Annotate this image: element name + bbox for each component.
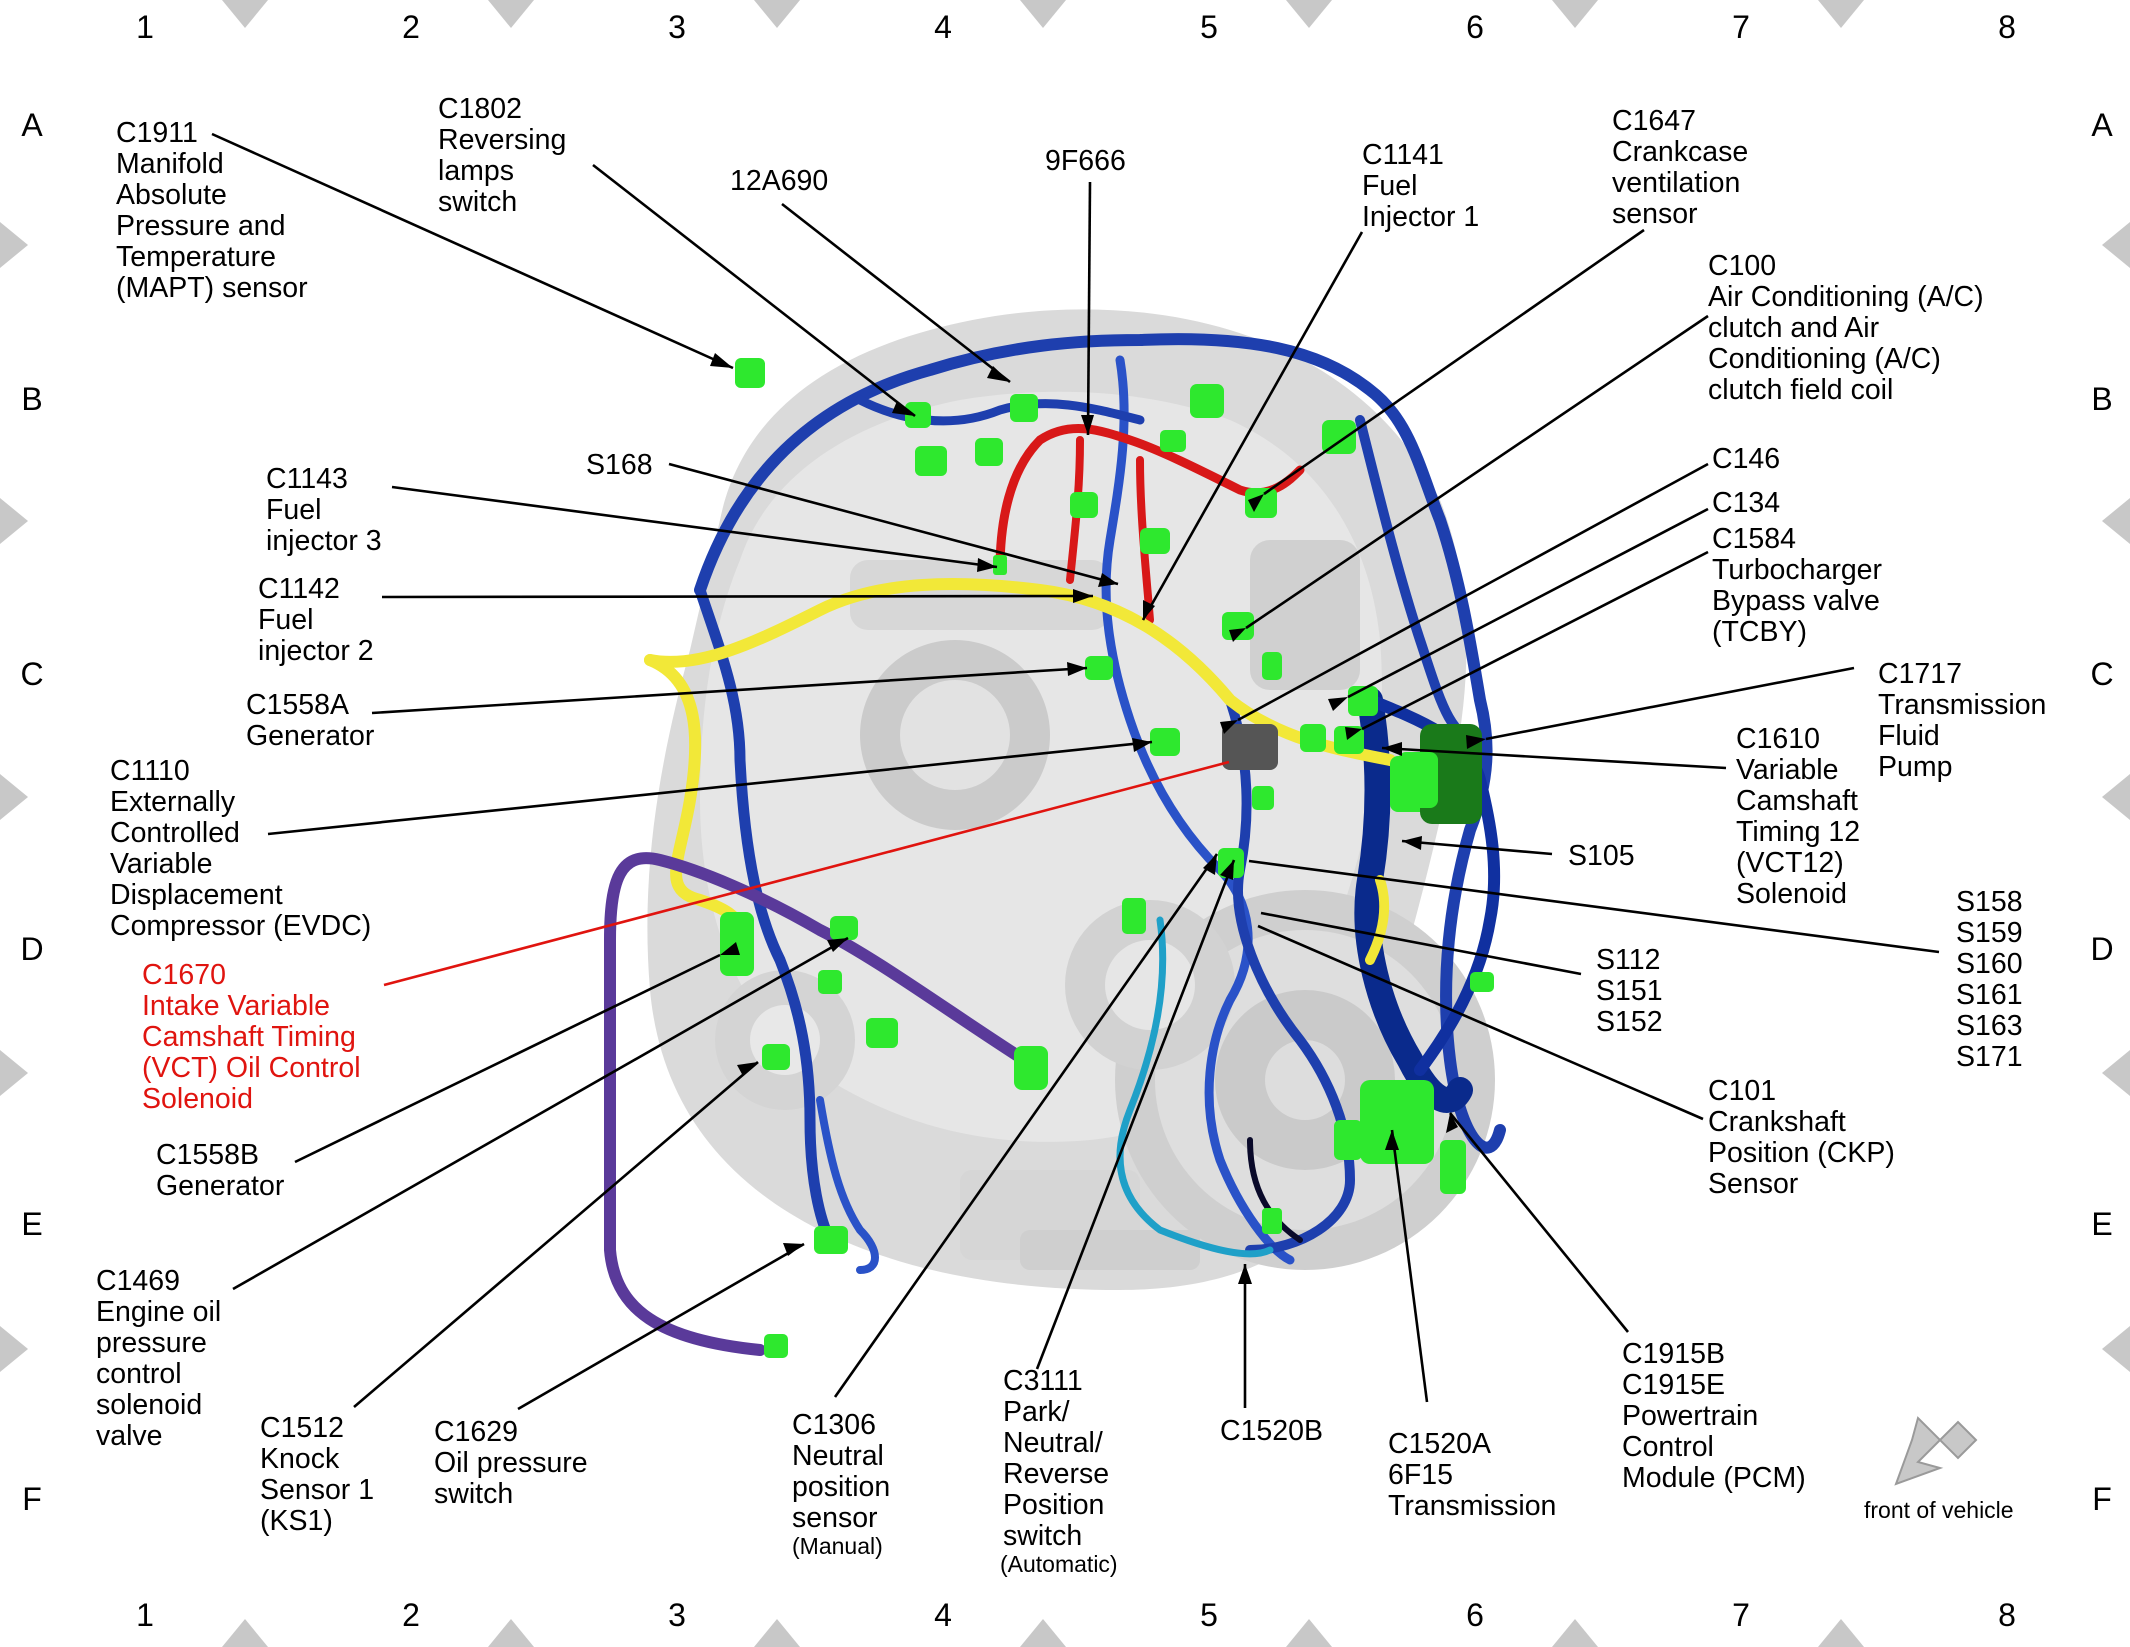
label-c1469: C1469 Engine oil pressure control soleno… (96, 1265, 229, 1452)
grid-row-d-right: D (2090, 931, 2113, 967)
label-c1141: C1141 Fuel Injector 1 (1362, 139, 1479, 233)
label-s105: S105 (1568, 840, 1635, 872)
grid-col-8: 8 (1998, 9, 2016, 45)
arrow-down-left-icon (1894, 1416, 1978, 1486)
label-12a690: 12A690 (730, 165, 828, 197)
grid-col-1: 1 (136, 9, 154, 45)
label-c1670: C1670 Intake Variable Camshaft Timing (V… (142, 959, 368, 1115)
grid-row-f-right: F (2092, 1481, 2112, 1517)
label-c1306-note: (Manual) (792, 1533, 883, 1559)
grid-col-4: 4 (934, 9, 952, 45)
grid-col-5-bottom: 5 (1200, 1597, 1218, 1633)
grid-col-6-bottom: 6 (1466, 1597, 1484, 1633)
label-s112-group: S112 S151 S152 (1596, 944, 1670, 1038)
label-c134: C134 (1712, 487, 1780, 519)
arrowheads (710, 353, 1486, 1284)
grid-row-c-right: C (2090, 656, 2113, 692)
label-c3111-note: (Automatic) (1000, 1551, 1118, 1577)
grid-row-b-right: B (2091, 381, 2112, 417)
label-c1911: C1911 Manifold Absolute Pressure and Tem… (116, 117, 308, 304)
label-c1142: C1142 Fuel injector 2 (258, 573, 374, 667)
grid-row-e-right: E (2091, 1206, 2112, 1242)
intake-vct-solenoid (1222, 724, 1278, 770)
grid-col-1-bottom: 1 (136, 1597, 154, 1633)
grid-row-c: C (20, 656, 43, 692)
grid-col-4-bottom: 4 (934, 1597, 952, 1633)
grid-col-3: 3 (668, 9, 686, 45)
label-c100: C100 Air Conditioning (A/C) clutch and A… (1708, 250, 1992, 406)
label-c1306: C1306 Neutral position sensor (792, 1409, 898, 1534)
label-c1717: C1717 Transmission Fluid Pump (1878, 658, 2054, 783)
grid-labels: 1 2 3 4 5 6 7 8 1 2 3 4 5 6 7 8 A B C D … (20, 9, 2113, 1633)
grid-col-7: 7 (1732, 9, 1750, 45)
label-c1647: C1647 Crankcase ventilation sensor (1612, 105, 1756, 230)
front-of-vehicle-label: front of vehicle (1864, 1497, 2014, 1523)
grid-col-5: 5 (1200, 9, 1218, 45)
label-s158-group: S158 S159 S160 S161 S163 S171 (1956, 886, 2030, 1073)
label-c1584: C1584 Turbocharger Bypass valve (TCBY) (1712, 523, 1890, 648)
grid-row-e: E (21, 1206, 42, 1242)
label-c1802: C1802 Reversing lamps switch (438, 93, 574, 218)
label-c101: C101 Crankshaft Position (CKP) Sensor (1708, 1075, 1903, 1200)
label-c1558b: C1558B Generator (156, 1139, 285, 1202)
label-c1520b: C1520B (1220, 1415, 1323, 1447)
label-c1512: C1512 Knock Sensor 1 (KS1) (260, 1412, 382, 1537)
label-c1629: C1629 Oil pressure switch (434, 1416, 596, 1510)
label-9f666: 9F666 (1045, 145, 1126, 177)
transmission-fluid-pump-connector (1398, 752, 1438, 808)
grid-col-2: 2 (402, 9, 420, 45)
label-c1915: C1915B C1915E Powertrain Control Module … (1622, 1338, 1806, 1494)
label-c1143: C1143 Fuel injector 3 (266, 463, 382, 557)
grid-row-b: B (21, 381, 42, 417)
grid-col-3-bottom: 3 (668, 1597, 686, 1633)
connector-labels: C1911 Manifold Absolute Pressure and Tem… (96, 93, 2054, 1577)
label-c1558a: C1558A Generator (246, 689, 375, 752)
label-c1520a: C1520A 6F15 Transmission (1388, 1428, 1556, 1522)
label-c1110: C1110 Externally Controlled Variable Dis… (110, 755, 371, 942)
grid-col-2-bottom: 2 (402, 1597, 420, 1633)
grid-col-6: 6 (1466, 9, 1484, 45)
leader-lines (211, 132, 1940, 1411)
label-c3111: C3111 Park/ Neutral/ Reverse Position sw… (1003, 1365, 1117, 1552)
label-s168: S168 (586, 449, 653, 481)
grid-col-8-bottom: 8 (1998, 1597, 2016, 1633)
label-c146: C146 (1712, 443, 1780, 475)
engine-illustration (647, 309, 1495, 1291)
grid-row-d: D (20, 931, 43, 967)
label-c1610: C1610 Variable Camshaft Timing 12 (VCT12… (1736, 723, 1868, 910)
grid-col-7-bottom: 7 (1732, 1597, 1750, 1633)
grid-row-a-right: A (2091, 107, 2113, 143)
grid-row-f: F (22, 1481, 42, 1517)
grid-row-a: A (21, 107, 43, 143)
